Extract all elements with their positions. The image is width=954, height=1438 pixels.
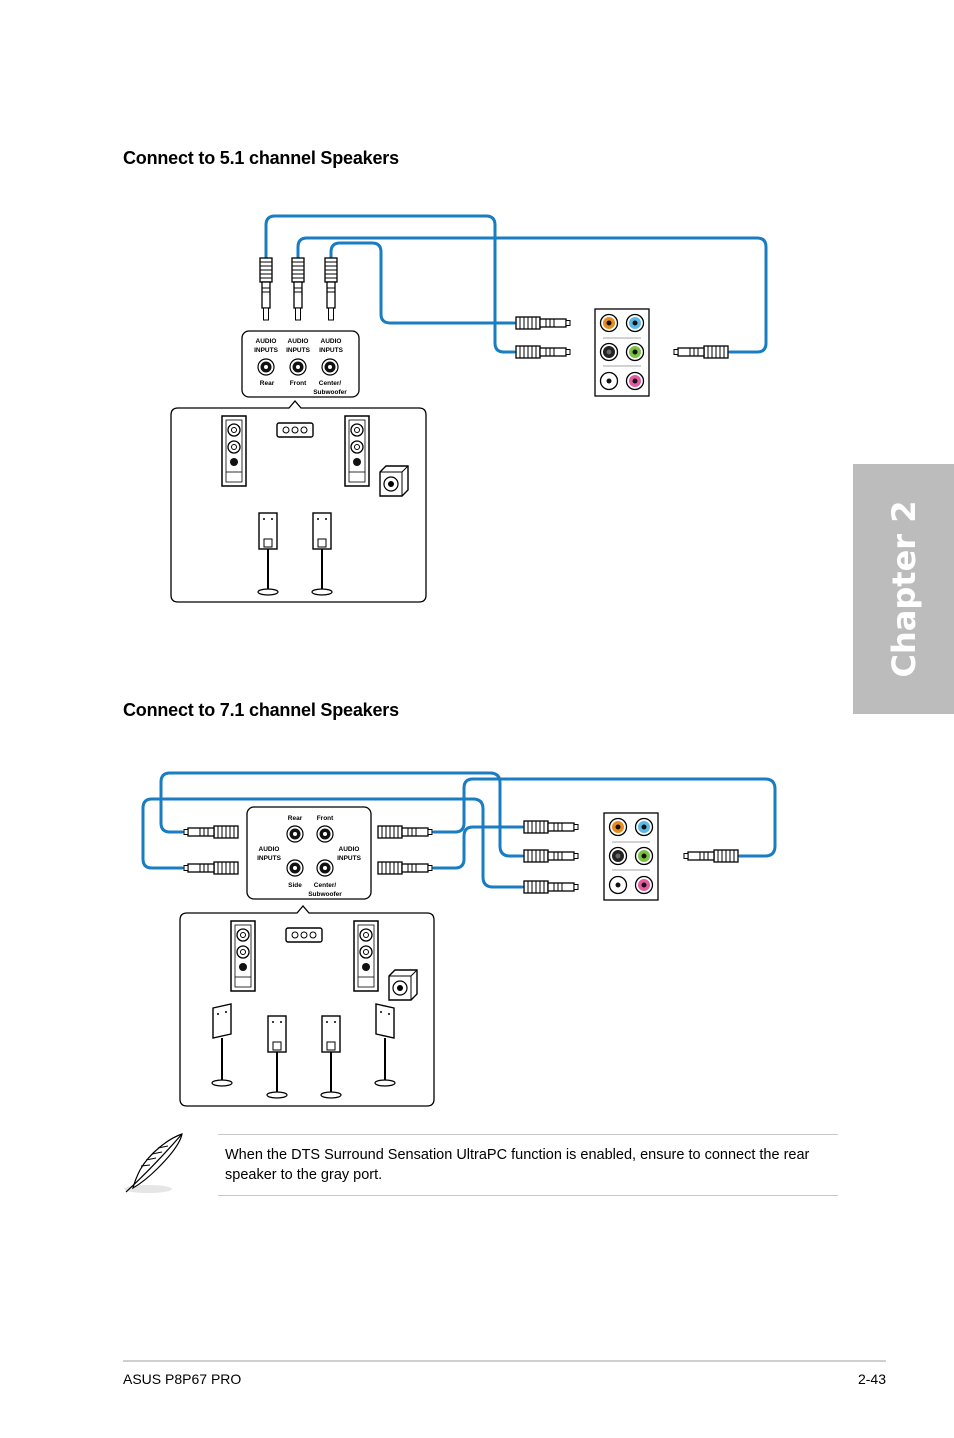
audio-label-1a: AUDIO — [256, 338, 277, 345]
amplifier-icon — [276, 422, 314, 438]
plug-front — [291, 257, 305, 321]
footer-product: ASUS P8P67 PRO — [123, 1371, 242, 1387]
footer-rule — [123, 1360, 886, 1362]
plug-to-gray-7-1 — [523, 880, 579, 894]
front-left-speaker-icon — [221, 415, 247, 487]
plug-center-sub — [324, 257, 338, 321]
feather-pen-icon — [124, 1133, 183, 1193]
plug-rear-7-1 — [183, 825, 239, 839]
subwoofer-icon-7-1 — [388, 969, 418, 1001]
label-front-7-1: Front — [317, 815, 334, 822]
jack-center-sub-7-1 — [316, 859, 334, 877]
port-green — [625, 342, 645, 362]
front-left-speaker-icon-7-1 — [230, 920, 256, 992]
jack-rear-7-1 — [286, 825, 304, 843]
plug-to-green — [673, 345, 729, 359]
chapter-tab: Chapter 2 — [853, 464, 954, 714]
jack-center-sub — [321, 358, 339, 376]
audio-label-2a: AUDIO — [259, 846, 280, 853]
port-pink-7-1 — [634, 875, 654, 895]
port-pink — [625, 371, 645, 391]
jack-side-7-1 — [286, 859, 304, 877]
front-right-speaker-icon — [344, 415, 370, 487]
diagram-5-1: AUDIO INPUTS AUDIO INPUTS AUDIO INPUTS R… — [170, 214, 768, 603]
plug-center-sub-7-1 — [377, 861, 433, 875]
subwoofer-icon — [379, 465, 409, 497]
diagram-7-1: Rear Front AUDIO INPUTS AUDIO INPUTS Sid… — [141, 771, 777, 1107]
front-right-speaker-icon-7-1 — [353, 920, 379, 992]
chapter-tab-label: Chapter 2 — [884, 500, 923, 678]
port-gray — [599, 371, 619, 391]
plug-to-orange-7-1 — [523, 820, 579, 834]
plug-rear — [259, 257, 273, 321]
plug-side-7-1 — [183, 861, 239, 875]
audio-label-1b: AUDIO — [288, 338, 309, 345]
section-heading-7-1: Connect to 7.1 channel Speakers — [123, 700, 399, 720]
plug-to-black-7-1 — [523, 849, 579, 863]
label-side-7-1: Side — [288, 882, 302, 889]
jack-label-center: Center/ — [319, 380, 342, 387]
jack-front-7-1 — [316, 825, 334, 843]
footer-page-number: 2-43 — [857, 1371, 886, 1387]
note-text: When the DTS Surround Sensation UltraPC … — [225, 1147, 810, 1183]
note-bottom-rule — [218, 1195, 838, 1196]
audio-label-2b: AUDIO — [339, 846, 360, 853]
plug-to-green-7-1 — [683, 849, 739, 863]
speaker-input-panel-7-1 — [246, 806, 372, 900]
jack-front — [289, 358, 307, 376]
port-gray-7-1 — [608, 875, 628, 895]
inputs-label-1b: INPUTS — [286, 347, 311, 354]
label-rear-7-1: Rear — [288, 815, 303, 822]
port-black-7-1 — [608, 846, 628, 866]
jack-label-subwoofer: Subwoofer — [313, 389, 347, 396]
jack-rear — [257, 358, 275, 376]
audio-cables-7-1 — [141, 771, 777, 889]
amplifier-icon-7-1 — [285, 927, 323, 943]
port-blue-7-1 — [634, 817, 654, 837]
port-green-7-1 — [634, 846, 654, 866]
label-center-7-1: Center/ — [314, 882, 337, 889]
port-orange — [599, 313, 619, 333]
audio-cables — [264, 214, 768, 354]
plug-front-7-1 — [377, 825, 433, 839]
inputs-label-2a: INPUTS — [257, 855, 282, 862]
port-black — [599, 342, 619, 362]
inputs-label-1a: INPUTS — [254, 347, 279, 354]
port-blue — [625, 313, 645, 333]
note-top-rule — [218, 1134, 838, 1135]
jack-label-rear: Rear — [260, 380, 275, 387]
plug-to-orange — [515, 316, 571, 330]
jack-label-front: Front — [290, 380, 307, 387]
port-orange-7-1 — [608, 817, 628, 837]
audio-label-1c: AUDIO — [321, 338, 342, 345]
section-heading-5-1: Connect to 5.1 channel Speakers — [123, 148, 399, 168]
inputs-label-1c: INPUTS — [319, 347, 344, 354]
label-subwoofer-7-1: Subwoofer — [308, 891, 342, 898]
inputs-label-2b: INPUTS — [337, 855, 362, 862]
plug-to-black — [515, 345, 571, 359]
